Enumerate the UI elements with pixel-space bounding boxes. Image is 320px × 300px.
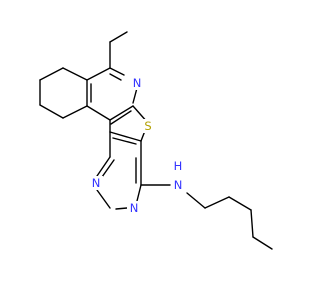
bond: [132, 87, 138, 104]
bond: [96, 189, 111, 209]
atom-text-s: S: [144, 119, 151, 133]
thiophene-sulfur-label: S: [141, 119, 155, 133]
bond: [39, 104, 64, 119]
atom-text-h: H: [174, 159, 183, 173]
bond: [252, 236, 273, 250]
bond: [101, 159, 115, 178]
bond: [109, 131, 142, 142]
bond: [39, 67, 64, 81]
bond: [86, 67, 111, 81]
label-background: [171, 159, 185, 173]
bond: [112, 137, 137, 145]
label-background: [89, 176, 103, 190]
bond: [109, 105, 134, 121]
bond: [62, 67, 88, 81]
pyridine-nitrogen-label: N: [130, 76, 144, 90]
atom-text-n: N: [92, 176, 101, 190]
bond: [204, 196, 230, 209]
bond: [109, 73, 122, 81]
bond: [110, 110, 132, 125]
bond: [62, 105, 88, 119]
bond: [228, 196, 252, 211]
bond: [109, 67, 125, 76]
bond: [115, 207, 128, 210]
atom-text-n: N: [174, 178, 183, 192]
bond: [186, 192, 206, 209]
pyrimidine-nitrogen-top-label: N: [89, 176, 103, 190]
atom-text-n: N: [130, 201, 139, 215]
bond-group: [39, 31, 273, 250]
bond: [86, 105, 111, 121]
molecule-structure: N S N N N H: [39, 31, 273, 250]
atom-text-n: N: [133, 76, 142, 90]
atom-labels: N S N N N H: [89, 76, 185, 215]
bond: [136, 184, 142, 202]
label-background: [171, 178, 185, 192]
amine-nitrogen-label: N: [171, 178, 185, 192]
label-background: [127, 201, 141, 215]
amine-hydrogen-label: H: [171, 159, 185, 173]
label-background: [130, 76, 144, 90]
label-background: [141, 119, 155, 133]
pyrimidine-nitrogen-bottom-label: N: [127, 201, 141, 215]
bond: [109, 31, 128, 43]
bond: [96, 156, 111, 177]
bond: [250, 209, 254, 238]
